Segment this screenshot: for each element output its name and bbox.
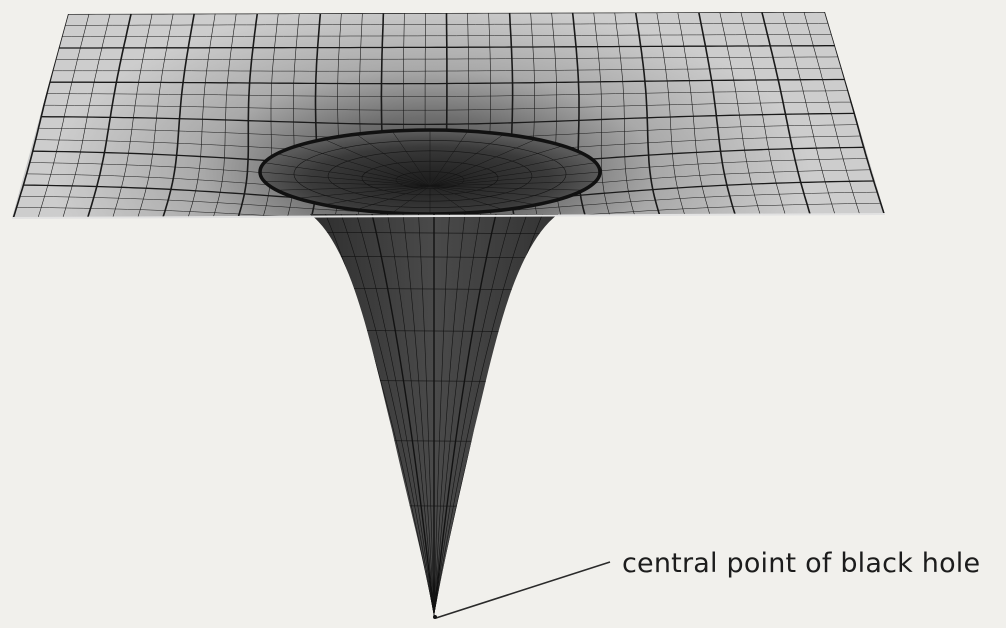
funnel-meridian [433,214,512,616]
throat-meridian [356,133,431,187]
throat-meridian [429,185,563,199]
sheet-grid-line [52,67,842,72]
funnel-meridian [325,214,435,616]
sheet-grid-line [46,90,849,97]
sheet-grid-line [61,34,832,37]
throat-meridian [429,185,537,206]
throat-grid [259,130,601,214]
throat-meridian [264,162,431,187]
throat-meridian [391,130,431,187]
sheet-grid-line [58,45,835,49]
throat-meridian [392,185,431,214]
sheet-grid-line [44,101,852,111]
singularity-label: central point of black hole [622,548,981,579]
callout-leader-line [435,561,611,619]
spacetime-sheet [12,12,885,218]
throat-meridian [297,145,431,187]
funnel-meridian [340,214,435,616]
sheet-front-edge [11,213,886,219]
throat-meridian [429,181,596,187]
funnel-meridian [433,214,481,616]
sheet-grid-line [16,202,881,218]
sheet-grid-line [55,56,839,60]
throat-meridian [356,185,431,211]
throat-meridian [429,171,601,187]
throat-meridian [276,185,431,191]
singularity-point [433,615,437,619]
throat-meridian [429,138,537,187]
sheet-grid [12,12,885,218]
throat-meridian [276,153,431,187]
throat-meridian [429,185,584,191]
throat-meridian [429,133,504,187]
throat-meridian [429,153,584,187]
throat-meridian [429,130,469,187]
funnel-meridian [387,214,435,616]
sheet-grid-line [64,22,829,26]
throat-meridian [264,181,431,187]
funnel-meridian [433,214,497,616]
funnel-meridian [371,214,435,616]
throat-meridian [429,145,563,187]
funnel-meridian [433,214,466,616]
throat-meridian [429,162,596,187]
funnel-meridian [418,214,435,616]
sheet-grid-line [49,78,845,85]
funnel-meridian [402,214,435,616]
funnel-meridian [433,214,450,616]
throat-meridian [429,185,468,214]
throat-meridian [429,185,504,211]
throat-meridian [323,185,431,206]
throat-meridian [323,138,431,187]
throat-meridian [297,185,431,199]
sheet-grid-line [41,112,855,126]
funnel-meridian [433,214,528,616]
funnel-meridian [356,214,435,616]
throat-meridian [259,171,431,187]
